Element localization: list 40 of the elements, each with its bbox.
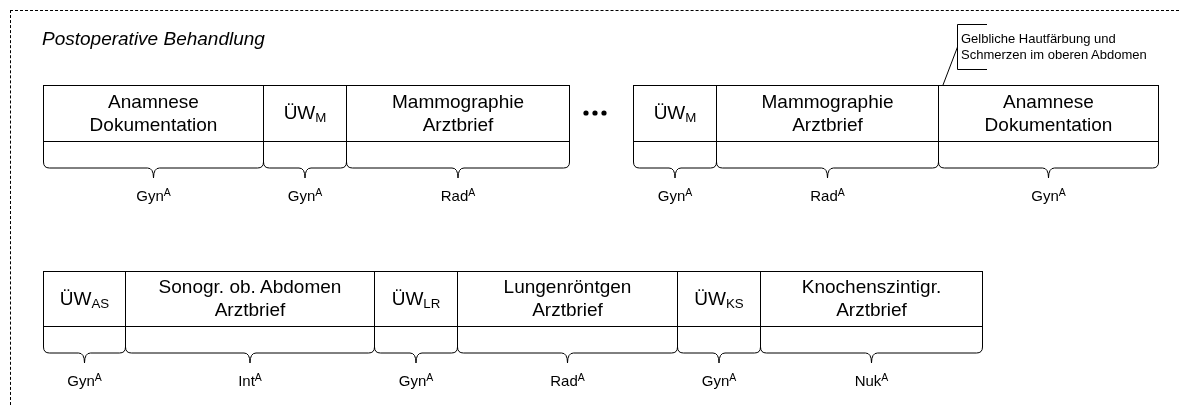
- cell-text: ÜW$_{M}$: [653, 102, 697, 125]
- department-label: Rad$^{A}$: [440, 188, 476, 203]
- department-label: Gyn$^{A}$: [701, 373, 737, 388]
- department-label: Gyn$^{A}$: [67, 373, 102, 388]
- cell-text: Mammographie Arztbrief: [391, 90, 525, 137]
- process-cell: [346, 85, 570, 142]
- cell-text: ÜW$_{M}$: [283, 102, 327, 125]
- department-label: Gyn$^{A}$: [657, 188, 693, 203]
- cell-text: Anamnese Dokumentation: [88, 90, 219, 137]
- cell-text: ÜW$_{AS}$: [59, 287, 110, 311]
- cell-text: Lungenröntgen Arztbrief: [502, 276, 633, 322]
- process-cell: [43, 85, 264, 142]
- process-cell: [716, 85, 939, 142]
- department-label: Gyn$^{A}$: [1031, 188, 1066, 203]
- cell-text: Mammographie Arztbrief: [760, 90, 895, 137]
- process-cell: [263, 85, 347, 142]
- process-cell: [633, 85, 717, 142]
- process-cell: [760, 271, 983, 327]
- process-cell: [457, 271, 678, 327]
- cell-text: ÜW$_{KS}$: [694, 287, 744, 311]
- department-label: Gyn$^{A}$: [287, 188, 323, 203]
- department-label: Rad$^{A}$: [550, 373, 585, 388]
- department-label: Nuk$^{A}$: [854, 373, 889, 388]
- cell-text: Anamnese Dokumentation: [983, 90, 1114, 137]
- department-label: Gyn$^{A}$: [136, 188, 171, 203]
- leader-line: [942, 46, 958, 86]
- department-label: Gyn$^{A}$: [398, 373, 434, 388]
- department-label: Int$^{A}$: [238, 373, 262, 388]
- cell-text: Sonogr. ob. Abdomen Arztbrief: [157, 276, 343, 322]
- process-cell: [125, 271, 375, 327]
- annotation-text: Gelbliche Hautfärbung und Schmerzen im oberen Abdomen: [961, 31, 1148, 64]
- dashed-group-frame: [10, 10, 1179, 405]
- group-title: Postoperative Behandlung: [42, 28, 265, 50]
- process-cell: [374, 271, 458, 327]
- process-cell: [677, 271, 761, 327]
- department-label: Rad$^{A}$: [810, 188, 845, 203]
- cell-text: Knochenszintigr. Arztbrief: [800, 276, 943, 322]
- process-cell: [938, 85, 1159, 142]
- cell-text: ÜW$_{LR}$: [391, 287, 441, 311]
- process-cell: [43, 271, 126, 327]
